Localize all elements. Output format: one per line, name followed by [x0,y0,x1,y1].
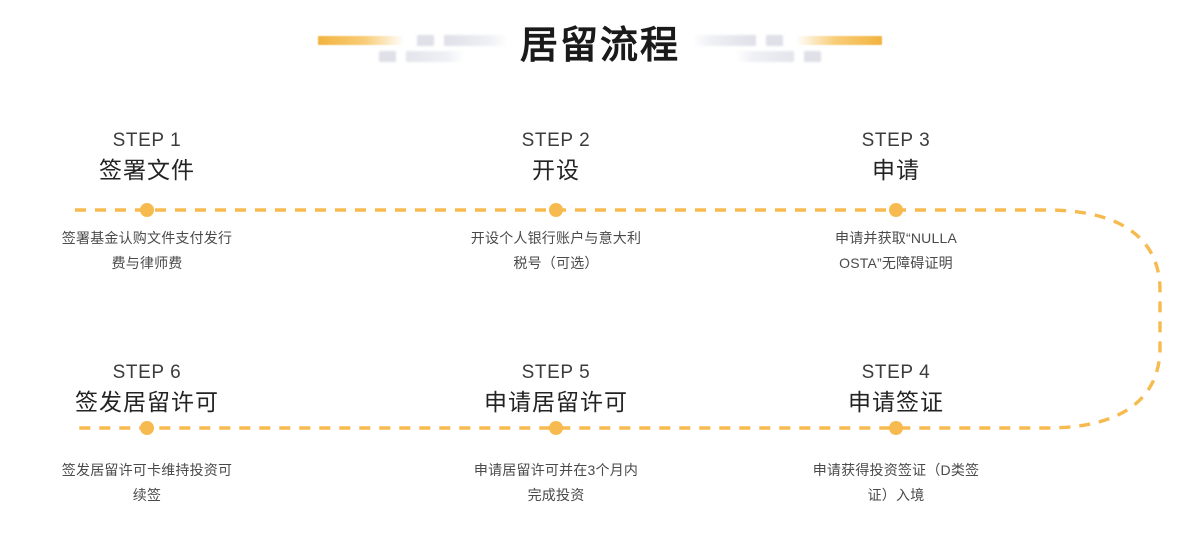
step-heading: STEP 1 签署文件 [0,128,297,186]
deco-gray-bar-icon [736,51,794,62]
step-title: 申请居留许可 [484,389,628,415]
deco-gray-bar-icon [406,51,464,62]
step-dot-5 [549,421,563,435]
step-label: STEP 5 [521,362,591,383]
step-description-line: 签署基金认购文件支付发行 [61,230,233,246]
step-title: 申请签证 [848,389,944,415]
step-description-line: 税号（可选） [513,255,599,271]
step-description-line: 续签 [132,487,162,503]
step-description-line: 完成投资 [527,487,585,503]
step-description-line: 签发居留许可卡维持投资可 [61,462,233,478]
step-heading: STEP 5 申请居留许可 [406,360,706,418]
deco-gold-bar-icon [318,36,404,45]
step-description: 申请居留许可并在3个月内 完成投资 [406,458,706,508]
step-description-line: 证）入境 [867,487,925,503]
step-title: 申请 [872,157,920,183]
step-label: STEP 6 [112,362,182,383]
deco-gray-square-icon [804,51,821,62]
step-title: 开设 [532,157,580,183]
step-label: STEP 2 [521,130,591,151]
step-title: 签发居留许可 [75,389,219,415]
deco-gray-square-icon [766,35,783,46]
step-dot-3 [889,203,903,217]
step-description-line: 申请获得投资签证（D类签 [812,462,980,478]
step-dot-1 [140,203,154,217]
deco-gold-bar-icon [796,36,882,45]
step-heading: STEP 2 开设 [406,128,706,186]
step-description: 签署基金认购文件支付发行 费与律师费 [0,226,297,276]
title-decoration-right [692,28,882,68]
step-heading: STEP 3 申请 [746,128,1046,186]
step-description: 开设个人银行账户与意大利 税号（可选） [406,226,706,276]
step-label: STEP 1 [112,130,182,151]
step-description: 申请获得投资签证（D类签 证）入境 [746,458,1046,508]
deco-gray-square-icon [417,35,434,46]
step-dot-4 [889,421,903,435]
step-label: STEP 3 [861,130,931,151]
step-heading: STEP 6 签发居留许可 [0,360,297,418]
deco-gray-square-icon [379,51,396,62]
title-decoration-left [318,28,508,68]
page-title: 居留流程 [519,25,680,67]
step-description: 签发居留许可卡维持投资可 续签 [0,458,297,508]
step-label: STEP 4 [861,362,931,383]
step-description-line: 费与律师费 [111,255,183,271]
step-heading: STEP 4 申请签证 [746,360,1046,418]
page-header: 居留流程 [0,0,1200,96]
step-dot-6 [140,421,154,435]
step-description-line: 开设个人银行账户与意大利 [470,230,642,246]
deco-gray-bar-icon [692,35,756,46]
step-description-line: OSTA”无障碍证明 [839,255,953,271]
step-description: 申请并获取“NULLA OSTA”无障碍证明 [746,226,1046,276]
step-description-line: 申请居留许可并在3个月内 [473,462,639,478]
step-description-line: 申请并获取“NULLA [835,230,957,246]
step-title: 签署文件 [99,157,195,183]
deco-gray-bar-icon [444,35,508,46]
step-dot-2 [549,203,563,217]
